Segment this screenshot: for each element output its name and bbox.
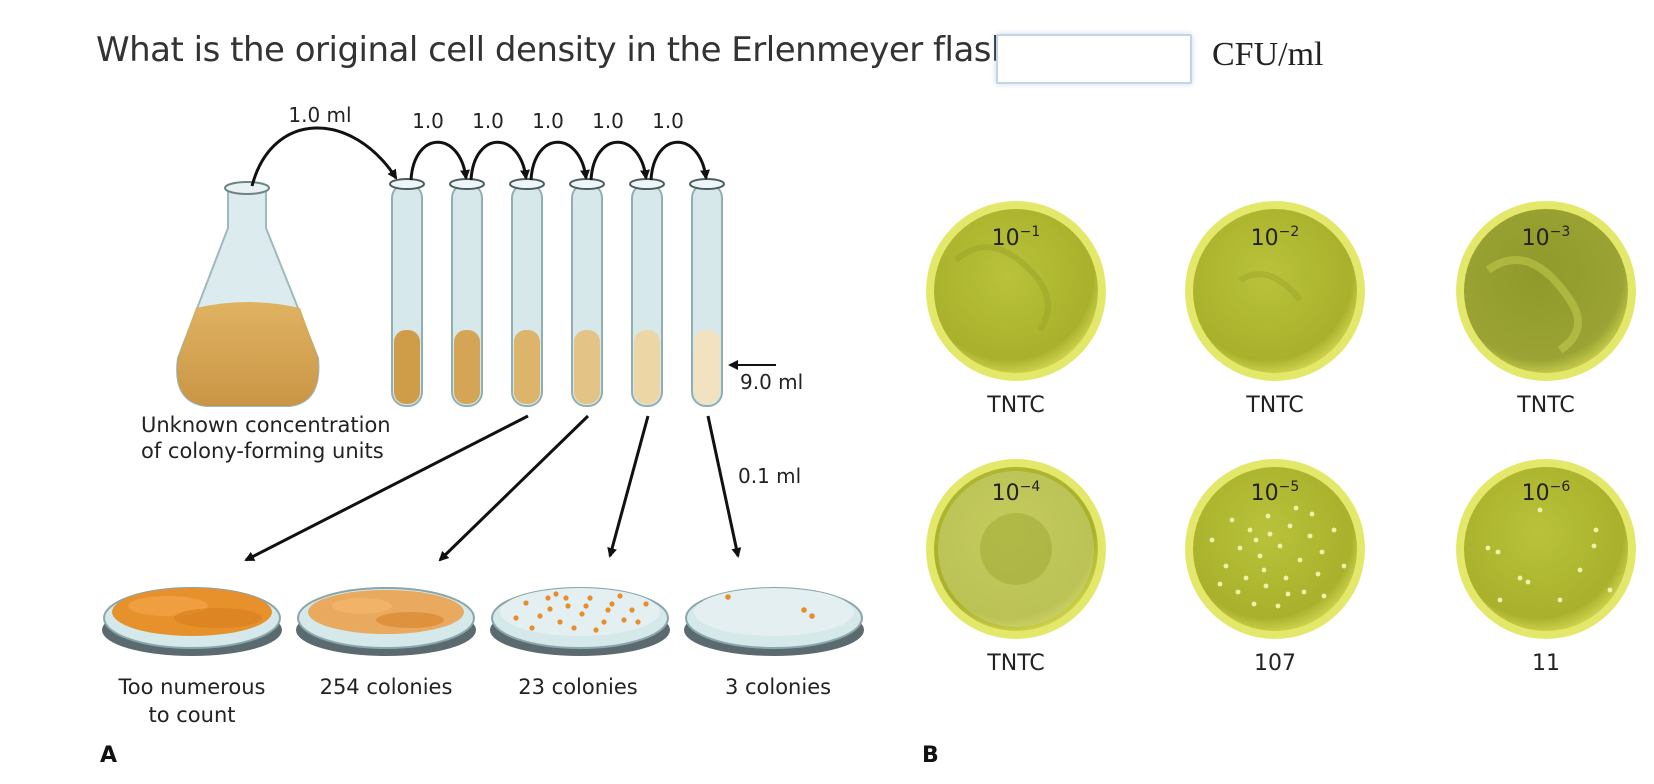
tube-volume-label: 9.0 ml — [740, 370, 803, 394]
test-tube-3 — [509, 178, 545, 407]
petri-dish-23 — [490, 587, 670, 656]
flask-caption-line1: Unknown concentration — [141, 413, 391, 437]
transfer-label-2: 1.0 — [472, 109, 504, 133]
plate-a2-caption: 254 colonies — [320, 675, 453, 699]
dilution-label-b4: 10−4 — [992, 479, 1041, 506]
dilution-label-b2: 10−2 — [1251, 224, 1300, 251]
test-tube-5 — [629, 178, 665, 407]
erlenmeyer-flask — [176, 181, 320, 407]
question-text: What is the original cell density in the… — [96, 30, 1028, 70]
agar-plate-b3: 10−3 — [1456, 201, 1636, 381]
transfer-label-1: 1.0 — [412, 109, 444, 133]
transfer-label-3: 1.0 — [532, 109, 564, 133]
plate-b3-result: TNTC — [1516, 393, 1574, 418]
plate-b5-result: 107 — [1254, 651, 1296, 676]
agar-plate-b5: 10−5 — [1185, 459, 1365, 639]
dilution-label-b3: 10−3 — [1522, 224, 1571, 251]
dilution-label-b6: 10−6 — [1522, 479, 1571, 506]
agar-plate-b4: 10−4 — [926, 459, 1106, 639]
test-tube-4 — [569, 178, 605, 407]
dilution-label-b5: 10−5 — [1251, 479, 1300, 506]
plate-b1-result: TNTC — [986, 393, 1044, 418]
flask-to-tube-arrow — [250, 126, 398, 187]
agar-plate-b6: 10−6 — [1456, 459, 1636, 639]
petri-dish-3 — [684, 587, 864, 656]
panel-b: 10−1 10−2 10−3 10−4 — [922, 201, 1636, 768]
panel-a-letter: A — [100, 743, 117, 768]
panel-b-letter: B — [922, 743, 939, 768]
plate-b2-result: TNTC — [1245, 393, 1303, 418]
panel-a: 1.0 ml — [100, 103, 864, 768]
plating-volume-label: 0.1 ml — [738, 464, 801, 488]
unit-label: CFU/ml — [1212, 36, 1324, 73]
transfer-label-5: 1.0 — [652, 109, 684, 133]
agar-plate-b1: 10−1 — [926, 201, 1106, 381]
petri-dish-254 — [296, 587, 476, 656]
transfer-label-4: 1.0 — [592, 109, 624, 133]
plate-b6-result: 11 — [1532, 651, 1560, 676]
flask-caption-line2: of colony-forming units — [141, 439, 384, 463]
test-tube-1 — [389, 178, 425, 407]
petri-dish-tntc — [102, 587, 282, 656]
test-tubes — [389, 178, 725, 407]
test-tube-6 — [689, 178, 725, 407]
test-tube-2 — [449, 178, 485, 407]
cell-density-answer-input[interactable] — [996, 34, 1192, 84]
plate-a3-caption: 23 colonies — [518, 675, 637, 699]
agar-plate-b2: 10−2 — [1185, 201, 1365, 381]
plate-b4-result: TNTC — [986, 651, 1044, 676]
plating-arrows — [244, 414, 742, 562]
plate-a1-caption-line1: Too numerous — [118, 675, 266, 699]
dilution-arrows — [409, 140, 710, 181]
flask-transfer-label: 1.0 ml — [288, 103, 351, 127]
plate-a1-caption-line2: to count — [148, 703, 235, 727]
dilution-label-b1: 10−1 — [992, 224, 1041, 251]
dilution-transfer-labels: 1.0 1.0 1.0 1.0 1.0 — [412, 109, 684, 133]
plate-a4-caption: 3 colonies — [725, 675, 831, 699]
